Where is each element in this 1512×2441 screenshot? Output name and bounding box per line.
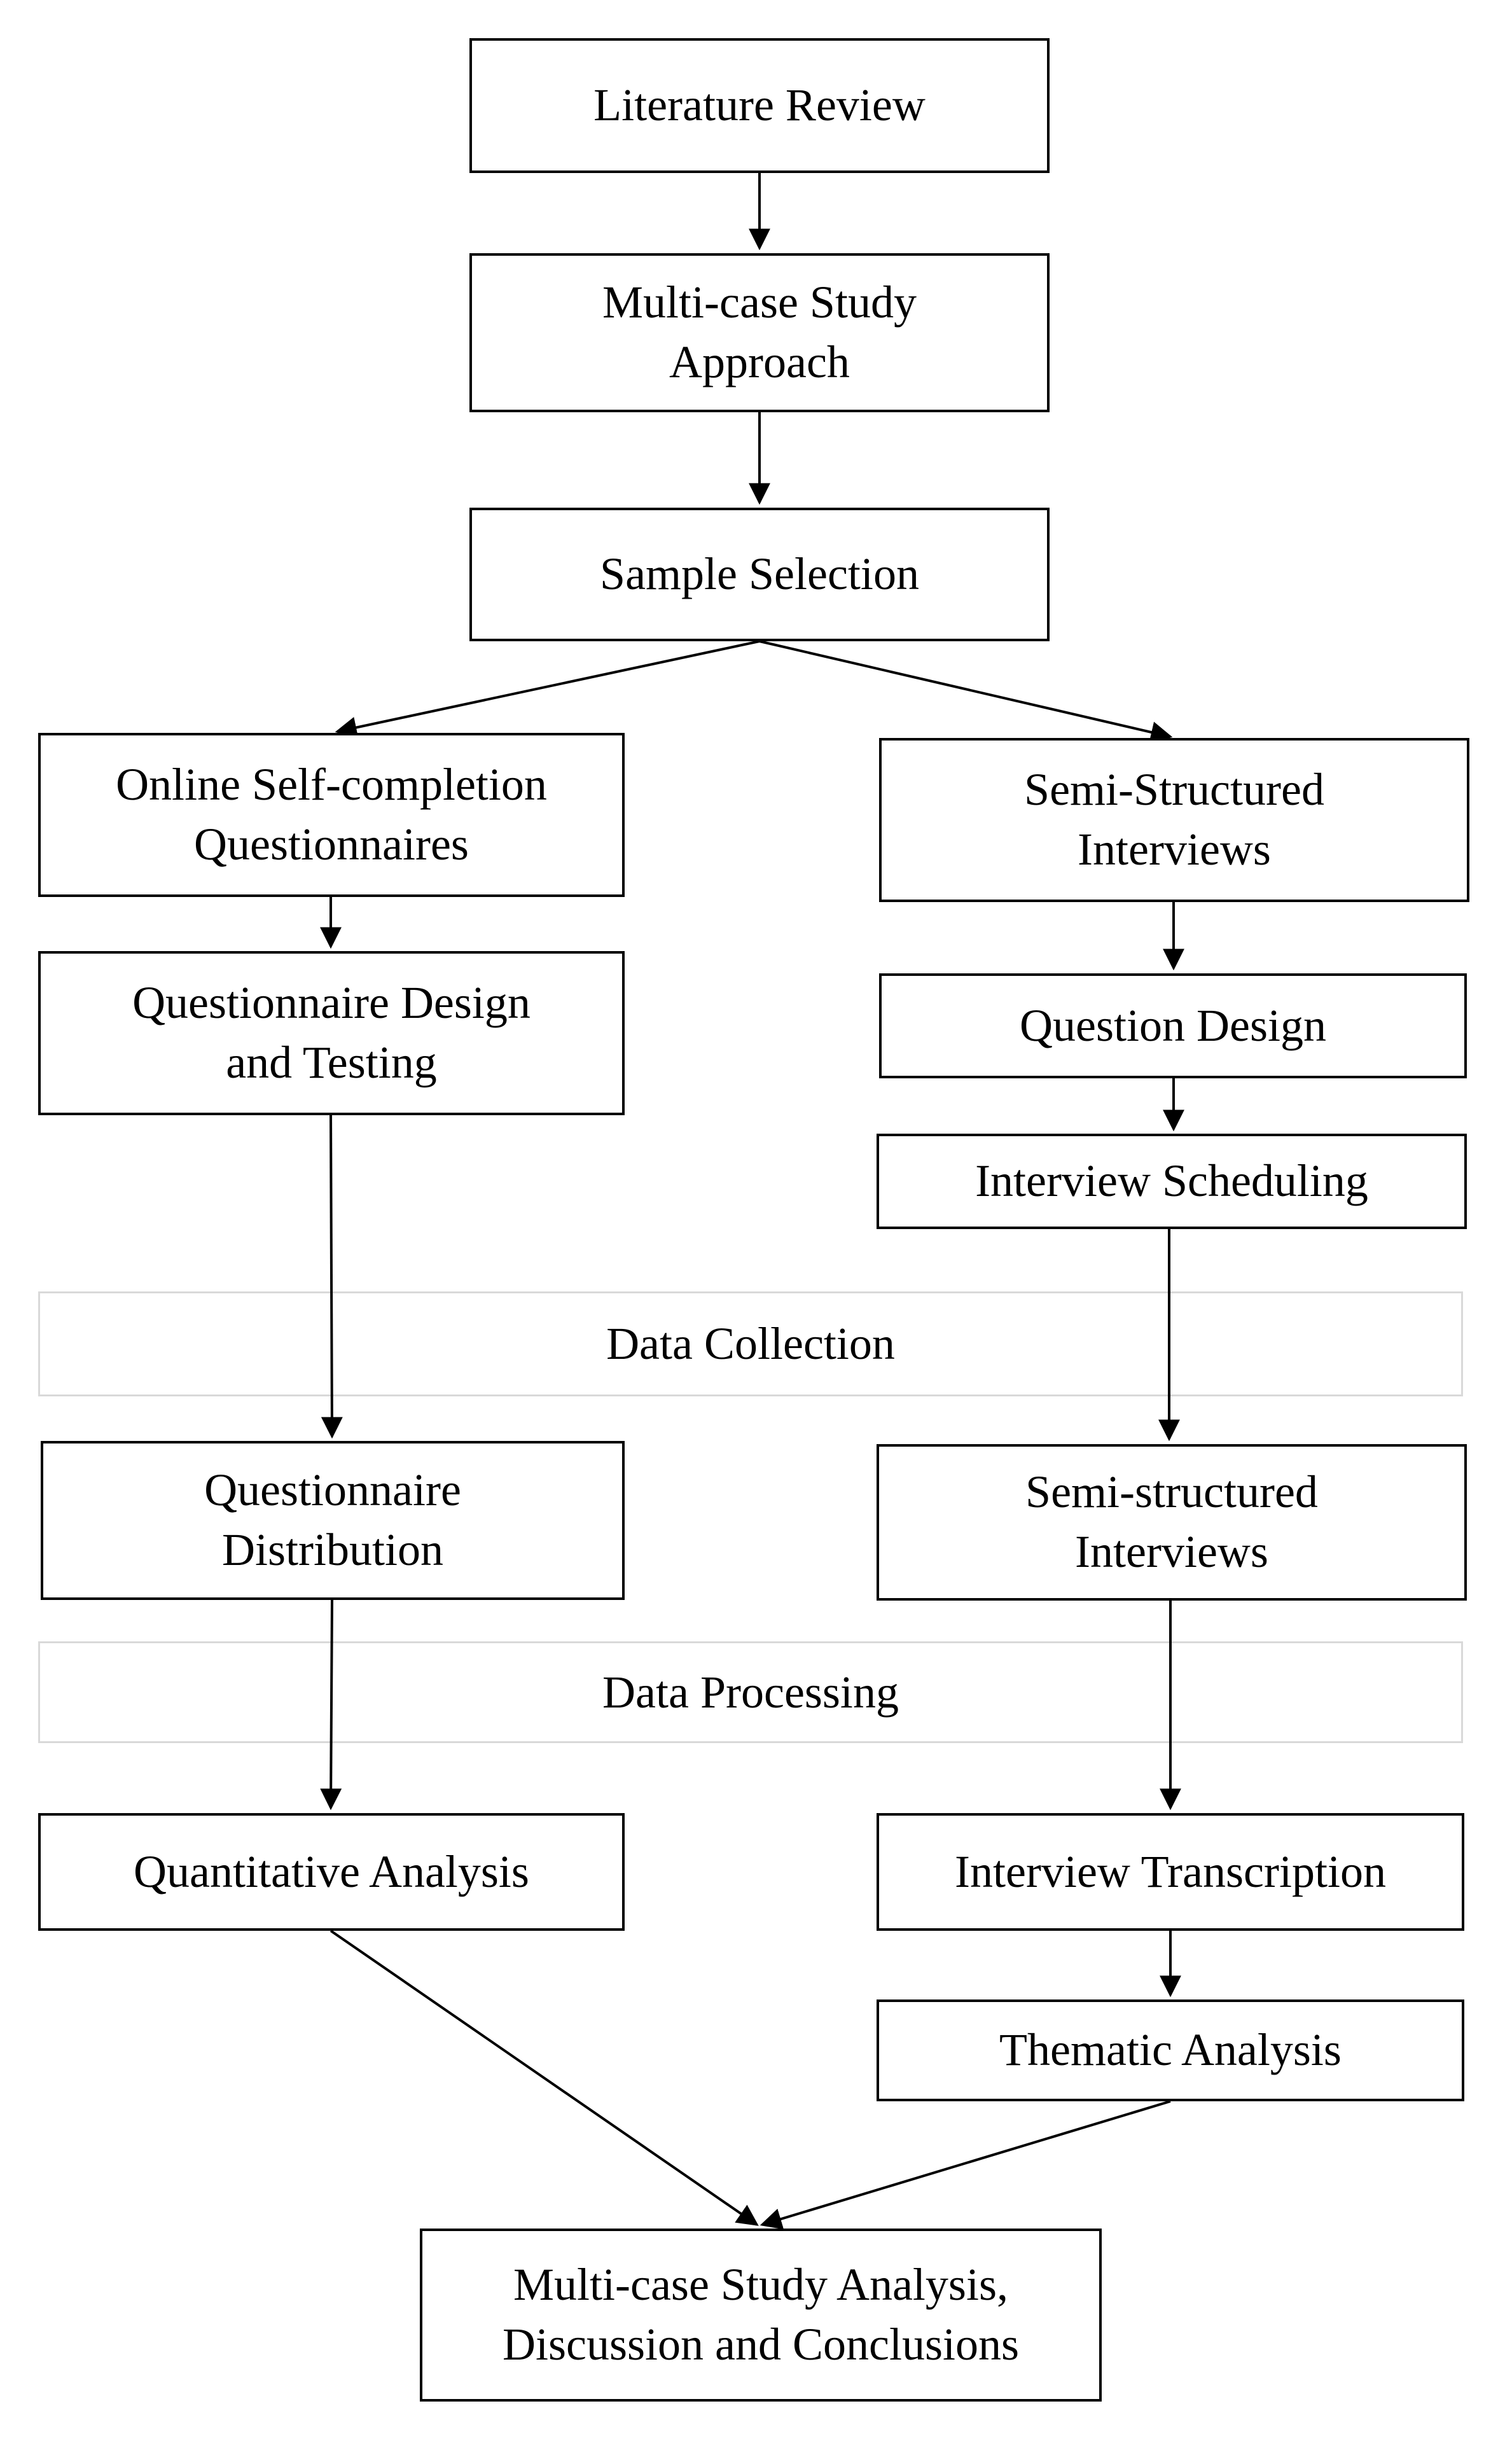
- arrow-distribution-to-quantitative: [320, 1599, 342, 1811]
- data-collection-band: Data Collection: [38, 1291, 1463, 1396]
- arrow-design-to-distribution: [321, 1115, 343, 1439]
- questionnaire-design-testing-box: Questionnaire Design and Testing: [38, 951, 625, 1115]
- interview-scheduling-box: Interview Scheduling: [877, 1134, 1467, 1229]
- data-processing-label: Data Processing: [602, 1666, 899, 1718]
- sample-selection-box: Sample Selection: [469, 508, 1050, 641]
- thematic-analysis-box: Thematic Analysis: [877, 1999, 1464, 2101]
- questionnaire-distribution-box: Questionnaire Distribution: [41, 1441, 625, 1600]
- data-collection-label: Data Collection: [606, 1318, 895, 1369]
- data-processing-band: Data Processing: [38, 1641, 1463, 1743]
- multi-case-approach-box: Multi-case Study Approach: [469, 253, 1050, 412]
- arrow-quantitative-to-final: [329, 1930, 759, 2226]
- arrow-sample-to-questionnaires: [335, 640, 760, 739]
- arrow-thematic-to-final: [759, 2100, 1171, 2230]
- final-analysis-box: Multi-case Study Analysis, Discussion an…: [420, 2229, 1102, 2402]
- quantitative-analysis-box: Quantitative Analysis: [38, 1813, 625, 1931]
- arrow-sample-to-interviews: [759, 640, 1173, 743]
- semi-structured-interviews-collection-box: Semi-structured Interviews: [877, 1444, 1467, 1601]
- question-design-box: Question Design: [879, 973, 1467, 1078]
- semi-structured-interviews-design-box: Semi-Structured Interviews: [879, 738, 1469, 902]
- interview-transcription-box: Interview Transcription: [877, 1813, 1464, 1931]
- literature-review-box: Literature Review: [469, 38, 1050, 173]
- online-questionnaires-box: Online Self-completion Questionnaires: [38, 733, 625, 897]
